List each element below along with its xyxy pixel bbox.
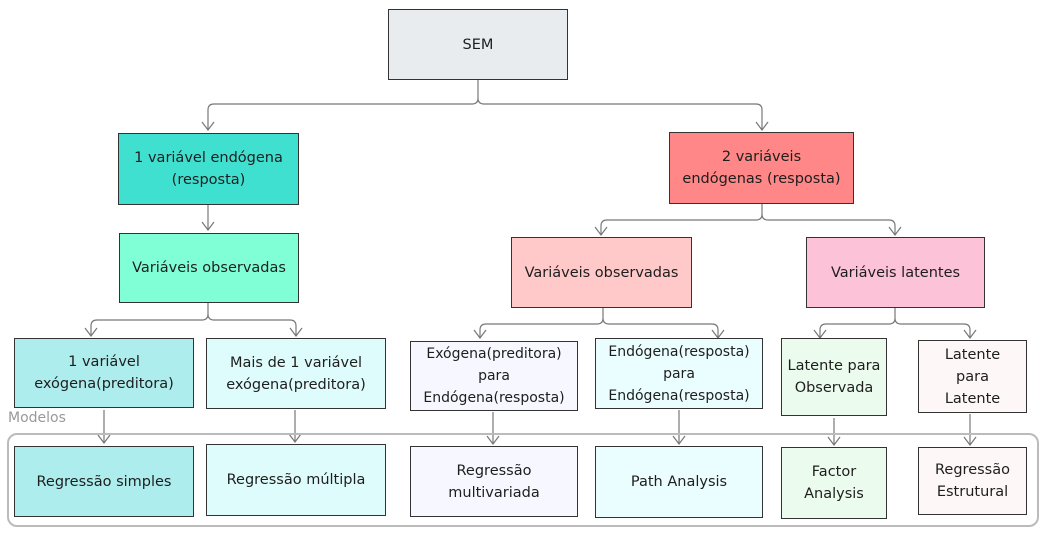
node-endo-to-endo: Endógena(resposta) para Endógena(respost… xyxy=(595,338,763,409)
model-structural-regression: Regressão Estrutural xyxy=(918,447,1027,515)
node-one-endogenous: 1 variável endógena (resposta) xyxy=(118,133,299,205)
node-latent-to-latent: Latente para Latente xyxy=(918,340,1027,413)
model-factor-analysis: Factor Analysis xyxy=(781,447,887,519)
model-path-analysis: Path Analysis xyxy=(595,446,763,518)
node-multi-exogenous: Mais de 1 variável exógena(preditora) xyxy=(206,338,386,409)
model-multiple-regression: Regressão múltipla xyxy=(206,444,386,516)
node-sem: SEM xyxy=(388,9,568,80)
model-multivariate-regression: Regressão multivariada xyxy=(410,446,578,517)
node-exo-to-endo: Exógena(preditora) para Endógena(respost… xyxy=(410,341,578,411)
models-frame xyxy=(7,433,1039,527)
node-two-endogenous: 2 variáveis endógenas (resposta) xyxy=(669,132,854,204)
model-simple-regression: Regressão simples xyxy=(14,446,194,517)
node-latent-to-observed: Latente para Observada xyxy=(781,338,887,416)
node-left-observed: Variáveis observadas xyxy=(119,233,299,303)
node-latent: Variáveis latentes xyxy=(806,237,985,308)
node-right-observed: Variáveis observadas xyxy=(511,237,692,308)
node-one-exogenous: 1 variável exógena(preditora) xyxy=(14,338,194,408)
models-label: Modelos xyxy=(8,410,66,426)
